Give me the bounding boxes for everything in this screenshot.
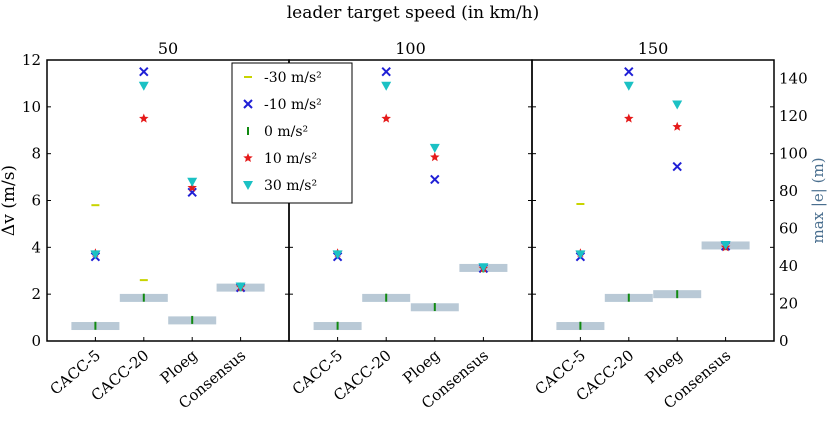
y-tick-label-right: 120 <box>779 107 808 125</box>
figure-title: leader target speed (in km/h) <box>287 3 540 23</box>
legend-item: -30 m/s² <box>244 70 322 86</box>
legend-item: 0 m/s² <box>247 124 308 140</box>
data-point <box>139 113 149 123</box>
data-point <box>187 177 198 187</box>
data-point <box>430 174 440 185</box>
data-point <box>623 81 634 91</box>
data-point <box>381 113 391 123</box>
legend-marker <box>243 153 253 163</box>
data-point <box>138 81 149 91</box>
legend-label: -10 m/s² <box>264 97 322 113</box>
data-point <box>672 121 682 131</box>
data-point <box>381 81 392 91</box>
data-point <box>430 152 440 162</box>
y-tick-label-left: 8 <box>31 145 41 163</box>
legend-label: 30 m/s² <box>264 178 317 194</box>
y-tick-label-right: 40 <box>779 257 798 275</box>
data-point <box>235 282 246 292</box>
x-tick-label: Ploeg <box>399 346 443 387</box>
legend-label: -30 m/s² <box>264 70 322 86</box>
y-tick-label-left: 10 <box>22 98 41 116</box>
legend-box <box>231 62 353 204</box>
data-point <box>332 250 343 260</box>
data-point <box>672 100 683 110</box>
data-point <box>429 143 440 153</box>
data-point <box>624 113 634 123</box>
data-point <box>624 67 634 77</box>
y-axis-label-right: max |e| (m) <box>809 157 827 243</box>
data-point <box>478 263 489 273</box>
data-point <box>672 161 682 172</box>
data-point <box>720 240 731 250</box>
data-point <box>139 67 149 77</box>
legend-item: 10 m/s² <box>243 151 317 167</box>
legend-marker <box>243 99 253 109</box>
legend: -30 m/s² -10 m/s² 0 m/s² 10 m/s² 30 m/s² <box>231 62 353 204</box>
data-point <box>90 250 101 260</box>
legend-label: 0 m/s² <box>264 124 308 140</box>
legend-marker <box>243 181 253 190</box>
legend-item: 30 m/s² <box>243 178 317 194</box>
legend-label: 10 m/s² <box>264 151 317 167</box>
y-tick-label-right: 80 <box>779 182 798 200</box>
x-tick-label: Ploeg <box>642 346 686 387</box>
y-tick-label-right: 140 <box>779 70 808 88</box>
panel-title: 100 <box>395 39 426 58</box>
data-point <box>187 182 197 192</box>
x-tick-label: Ploeg <box>157 346 201 387</box>
y-axis-label-left: Δv (m/s) <box>0 165 19 236</box>
y-tick-label-left: 12 <box>22 51 41 69</box>
legend-item: -10 m/s² <box>243 97 322 113</box>
y-tick-label-right: 20 <box>779 295 798 313</box>
data-point <box>575 250 586 260</box>
y-tick-label-left: 4 <box>31 238 41 256</box>
y-tick-label-left: 2 <box>31 285 41 303</box>
y-tick-label-left: 0 <box>31 332 41 350</box>
data-point <box>381 67 391 77</box>
y-tick-label-left: 6 <box>31 192 41 210</box>
panel-frame <box>531 59 775 342</box>
data-point <box>187 187 197 198</box>
panel-title: 150 <box>638 39 669 58</box>
y-tick-label-right: 100 <box>779 145 808 163</box>
y-tick-label-right: 0 <box>779 332 789 350</box>
panel-title: 50 <box>158 39 178 58</box>
y-tick-label-right: 60 <box>779 220 798 238</box>
